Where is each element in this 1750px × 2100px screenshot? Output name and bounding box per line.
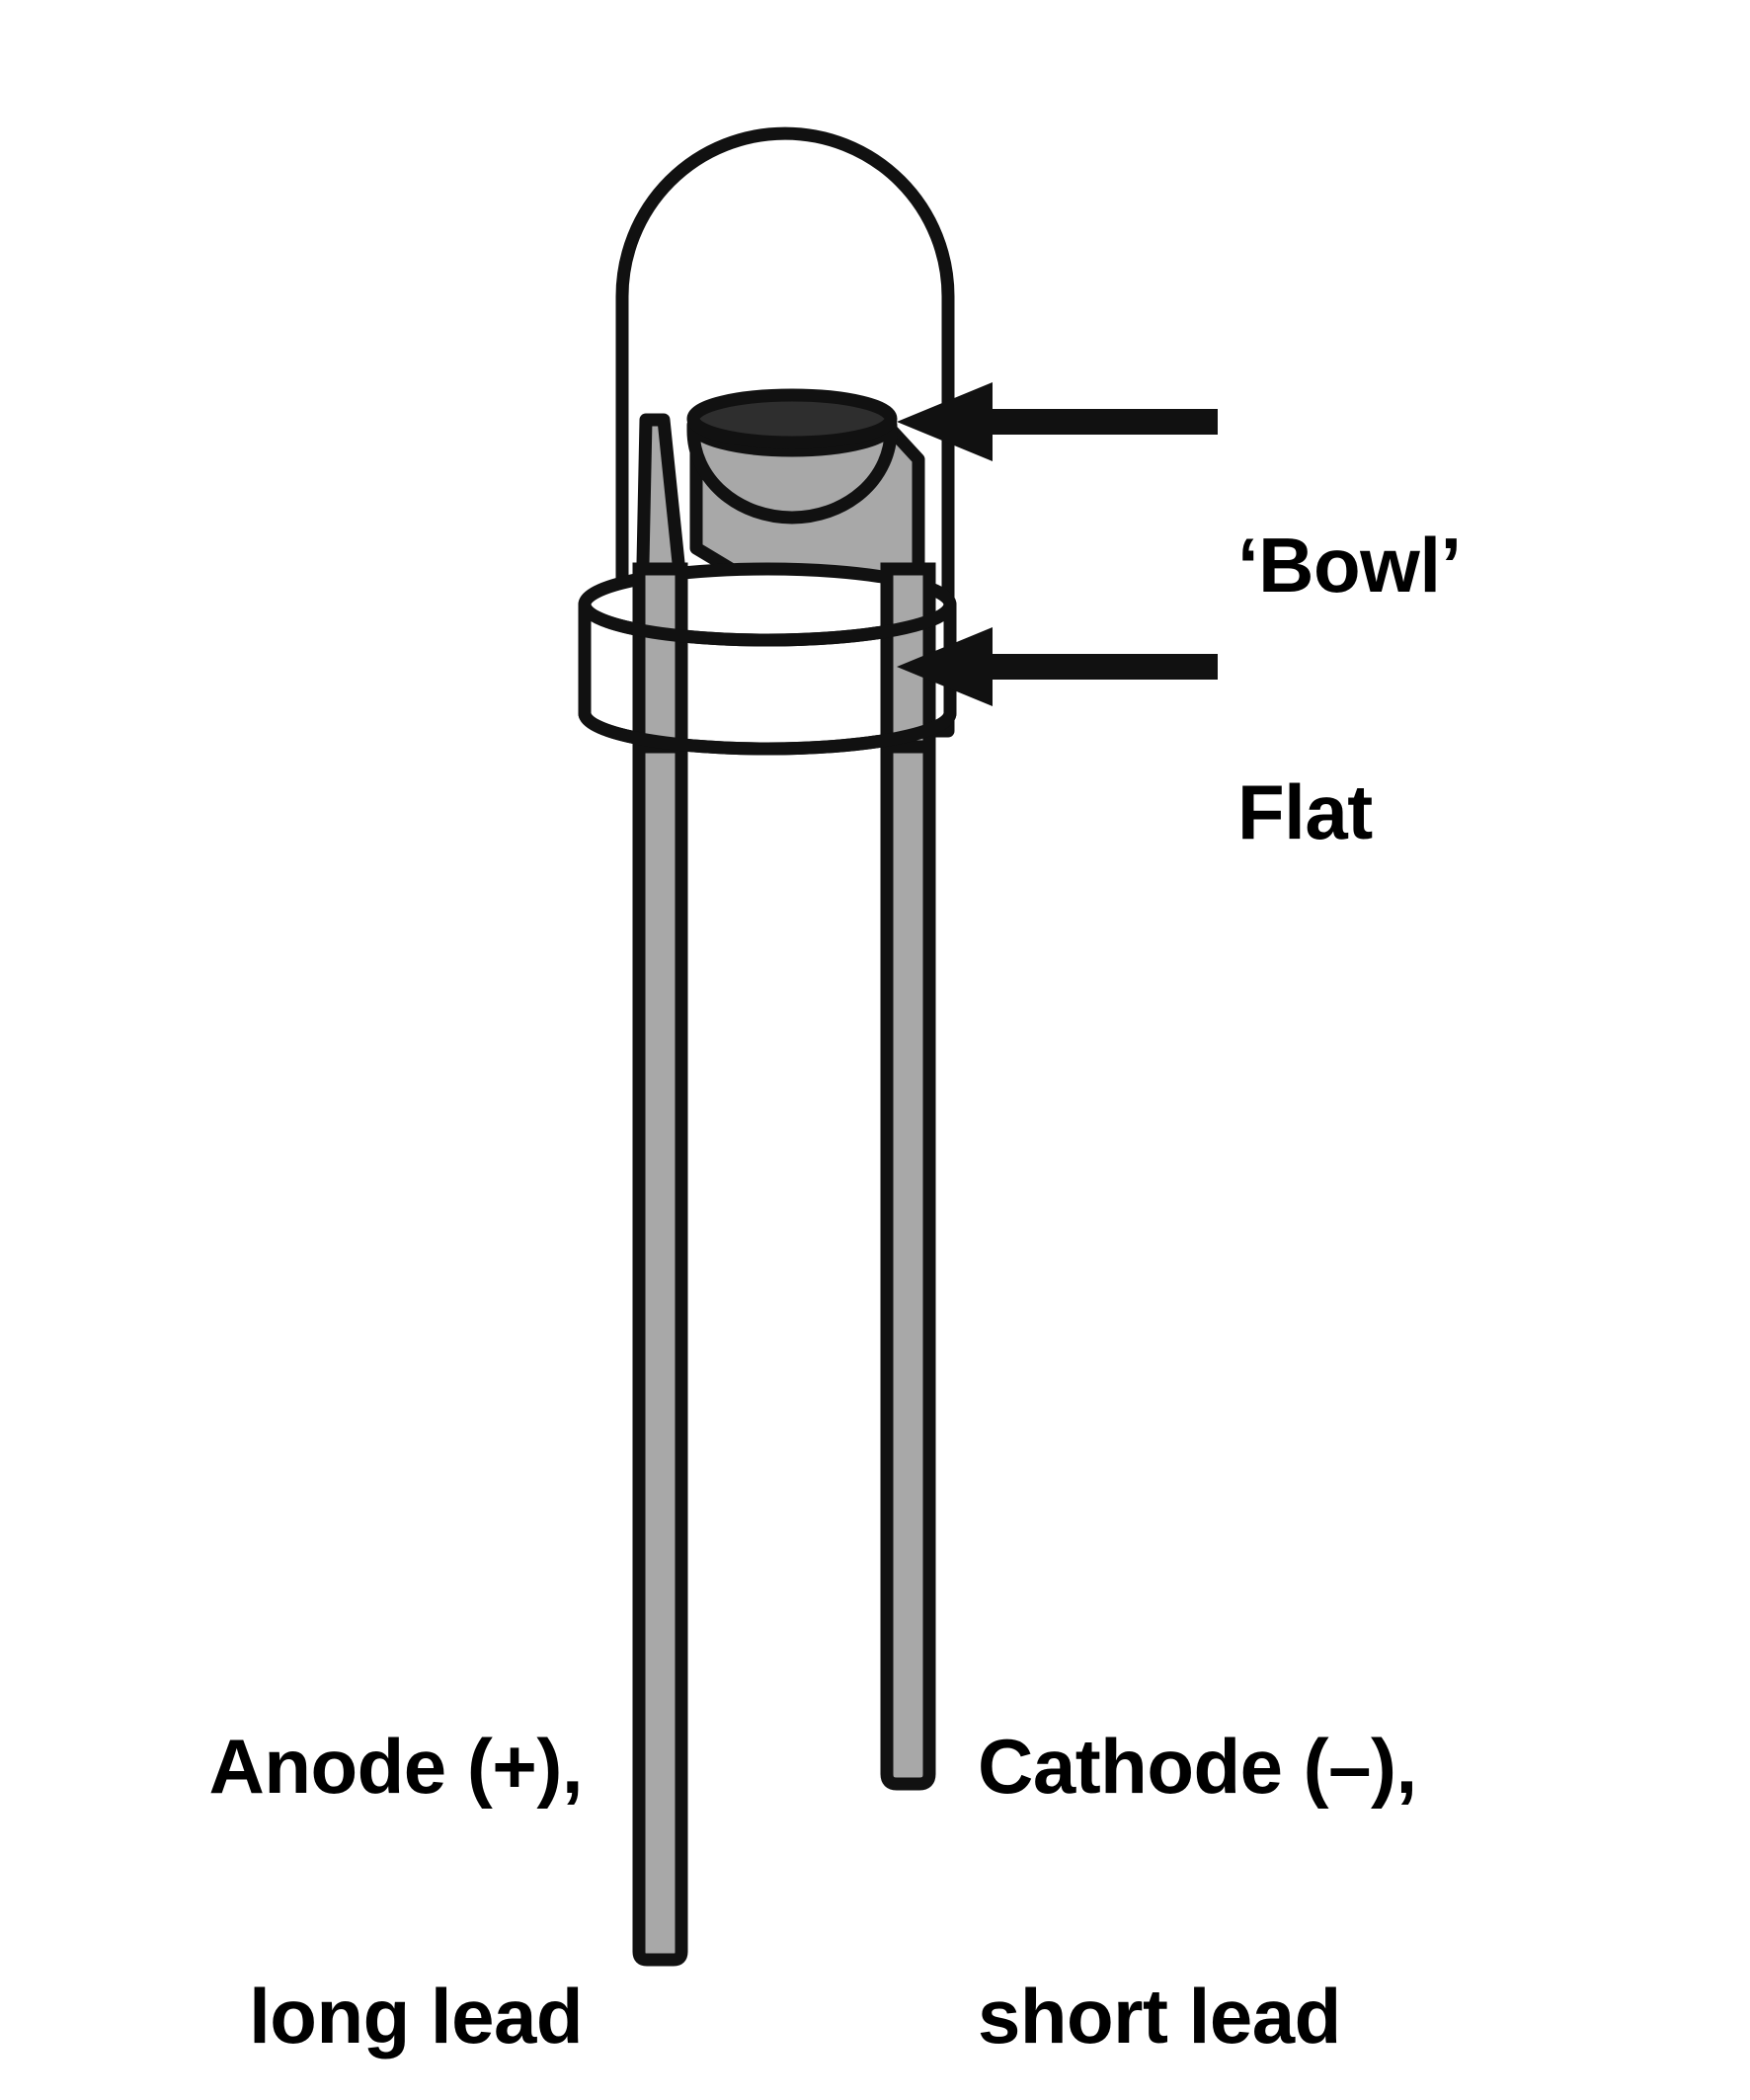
bowl-arrow-icon xyxy=(897,382,1218,461)
cathode-label: Cathode (–), short lead xyxy=(978,1559,1531,2100)
bowl-label: ‘Bowl’ xyxy=(1237,358,1462,773)
bowl-rim-dark xyxy=(686,388,898,449)
anode-label: Anode (+), long lead xyxy=(69,1559,584,2100)
flange-rim xyxy=(578,562,957,756)
anode-label-line2: long lead xyxy=(249,1973,583,2060)
cathode-lead-short xyxy=(880,586,936,1791)
cathode-label-line1: Cathode (–), xyxy=(978,1723,1417,1811)
flat-label: Flat xyxy=(1237,605,1373,1020)
anode-label-line1: Anode (+), xyxy=(208,1723,584,1811)
anode-lead-long xyxy=(632,586,688,1967)
cathode-label-line2: short lead xyxy=(978,1973,1341,2060)
flat-label-text: Flat xyxy=(1237,768,1373,856)
flat-arrow-icon xyxy=(897,627,1218,706)
bowl-label-text: ‘Bowl’ xyxy=(1237,522,1462,609)
reflector-cup-bowl xyxy=(686,388,898,525)
